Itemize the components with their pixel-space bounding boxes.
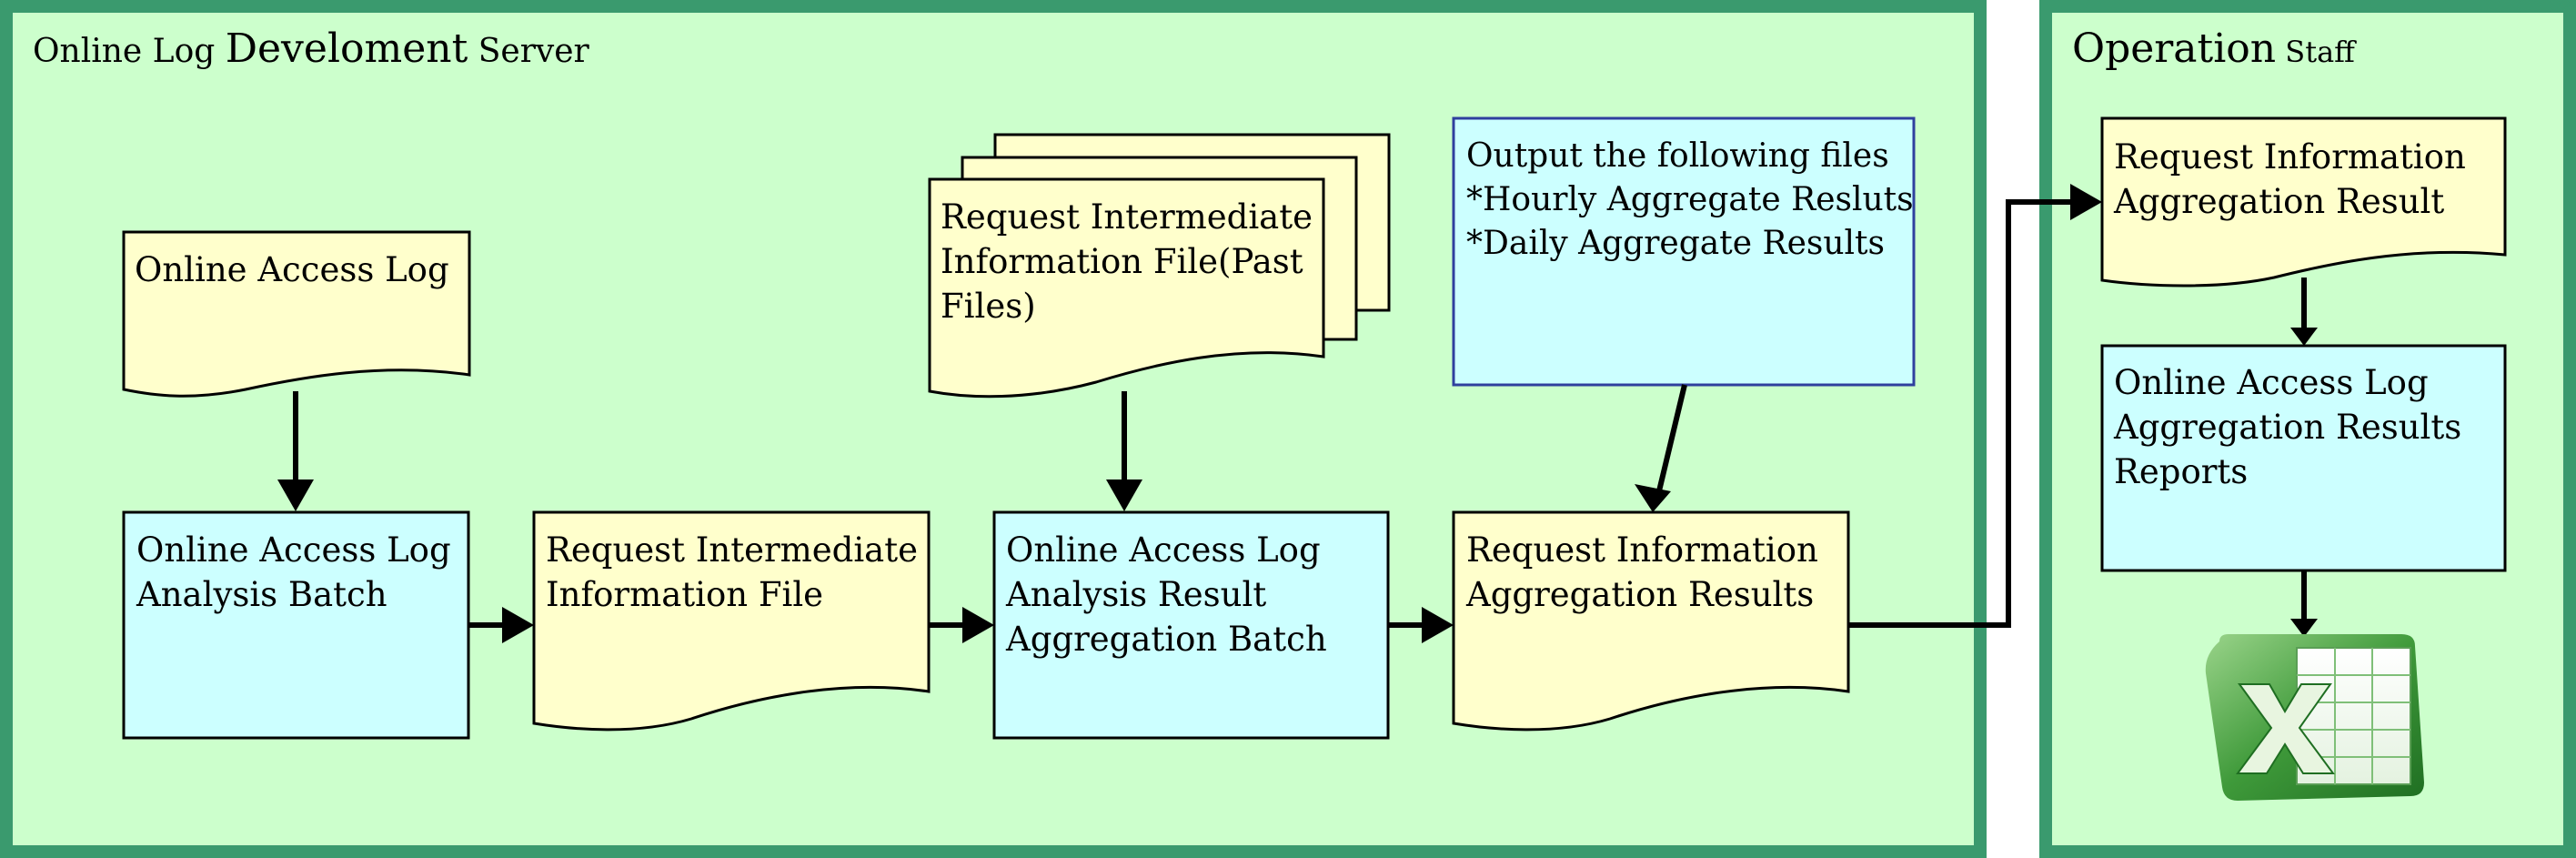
arrowhead — [1635, 484, 1671, 512]
past-files-multidocument — [928, 133, 1391, 399]
online-access-log-label: Online Access Log — [135, 247, 449, 292]
arrowhead — [277, 479, 314, 511]
label-line: Analysis Result — [1006, 575, 1267, 615]
output-note-box — [1452, 116, 1916, 387]
label-line: Reports — [2114, 452, 2249, 492]
label-line: Output the following files — [1466, 137, 1889, 175]
excel-icon — [2205, 634, 2424, 801]
label-line: Request Information — [2114, 137, 2466, 177]
arrowhead — [2290, 328, 2318, 346]
staff-result-document — [2100, 116, 2507, 288]
aggregation-batch-process — [992, 510, 1390, 740]
label-line: Information File — [546, 575, 824, 615]
staff-title-part: Staff — [2276, 35, 2355, 69]
label-line: Information File(Past — [941, 242, 1303, 282]
aggregation-results-label: Request Information Aggregation Results — [1466, 528, 1818, 617]
past-files-label: Request Intermediate Information File(Pa… — [941, 195, 1313, 329]
arrowhead — [1106, 479, 1142, 511]
arrowheads — [277, 184, 2318, 643]
online-access-log-document — [122, 230, 471, 398]
label-line: Aggregation Results — [1466, 575, 1815, 615]
label-line: Aggregation Batch — [1006, 620, 1327, 660]
arrowhead — [2070, 184, 2102, 220]
analysis-batch-process — [122, 510, 470, 740]
label-line: *Daily Aggregate Results — [1466, 224, 1885, 262]
aggregation-results-document — [1452, 510, 1850, 732]
server-panel-title: Online Log Develoment Server — [33, 25, 589, 72]
arrowhead — [2290, 619, 2318, 637]
label-line: Online Access Log — [2114, 363, 2429, 402]
label-line: Online Access Log — [136, 530, 451, 570]
label-line: Request Intermediate — [546, 530, 919, 570]
server-title-part: Online Log — [33, 33, 226, 70]
arrowhead — [962, 607, 994, 643]
aggregation-batch-label: Online Access Log Analysis Result Aggreg… — [1006, 528, 1327, 662]
staff-panel-title: Operation Staff — [2072, 25, 2355, 72]
label-line: *Hourly Aggregate Resluts — [1466, 180, 1914, 218]
staff-reports-label: Online Access Log Aggregation Results Re… — [2114, 360, 2461, 495]
connectors — [293, 199, 2307, 628]
label-line: Request Information — [1466, 530, 1818, 570]
label-line: Files) — [941, 287, 1036, 327]
arrowhead — [502, 607, 534, 643]
staff-reports-process — [2100, 344, 2507, 572]
analysis-batch-label: Online Access Log Analysis Batch — [136, 528, 451, 617]
intermediate-file-document — [532, 510, 931, 732]
label-line: Analysis Batch — [136, 575, 387, 615]
intermediate-file-label: Request Intermediate Information File — [546, 528, 918, 617]
label-line: Aggregation Results — [2114, 408, 2462, 448]
label-line: Online Access Log — [1006, 530, 1321, 570]
server-title-part: Server — [468, 33, 589, 70]
server-title-part: Develoment — [225, 25, 468, 72]
label-line: Request Intermediate — [941, 197, 1313, 237]
label-line: Online Access Log — [135, 250, 449, 289]
staff-title-part: Operation — [2072, 25, 2277, 72]
label-line: Aggregation Result — [2114, 182, 2445, 222]
output-note-label: Output the following files *Hourly Aggre… — [1466, 135, 1914, 266]
staff-result-label: Request Information Aggregation Result — [2114, 135, 2466, 224]
arrowhead — [1422, 607, 1454, 643]
